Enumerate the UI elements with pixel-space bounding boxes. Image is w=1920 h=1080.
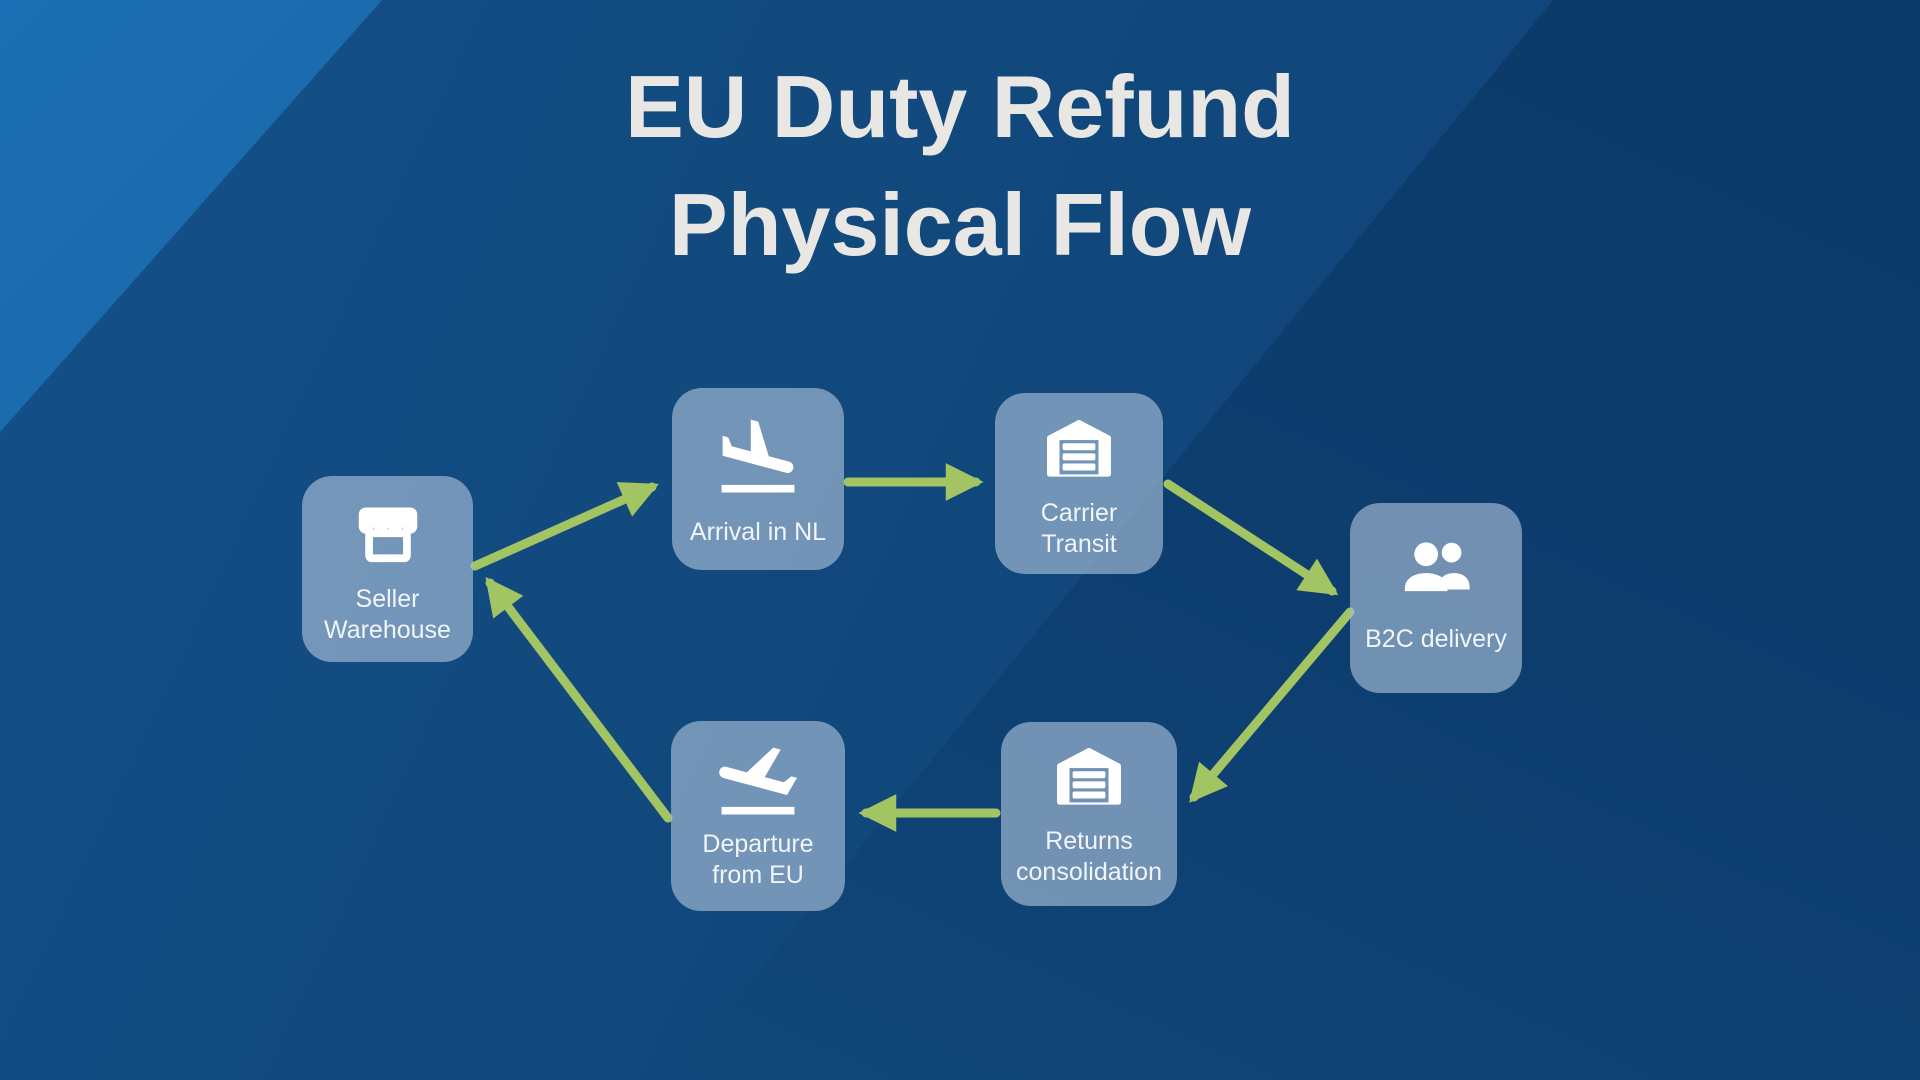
plane-landing-icon [672,388,844,517]
node-carrier-transit: Carrier Transit [995,393,1163,574]
plane-takeoff-icon [671,721,845,829]
page-title: EU Duty Refund Physical Flow [625,57,1295,274]
arrow-seller-to-arrival [470,482,659,571]
node-label: Departure from EU [702,830,814,889]
people-icon [1350,503,1522,624]
node-label: Arrival in NL [689,518,827,546]
arrow-departure-to-seller [485,576,673,823]
node-label: Carrier Transit [1040,499,1118,558]
node-arrival-in-nl: Arrival in NL [672,388,844,570]
arrow-carrier-to-b2c [1163,479,1339,596]
node-returns-consolidation: Returns consolidation [1001,722,1177,906]
node-departure-from-eu: Departure from EU [671,721,845,911]
node-label: Seller Warehouse [324,585,451,644]
warehouse-icon [995,393,1163,498]
warehouse-icon [1001,722,1177,826]
arrow-b2c-to-returns [1189,607,1355,803]
node-b2c-delivery: B2C delivery [1350,503,1522,693]
node-seller-warehouse: Seller Warehouse [302,476,473,662]
node-label: Returns consolidation [1016,827,1162,886]
node-label: B2C delivery [1365,625,1507,653]
storefront-icon [302,476,473,584]
